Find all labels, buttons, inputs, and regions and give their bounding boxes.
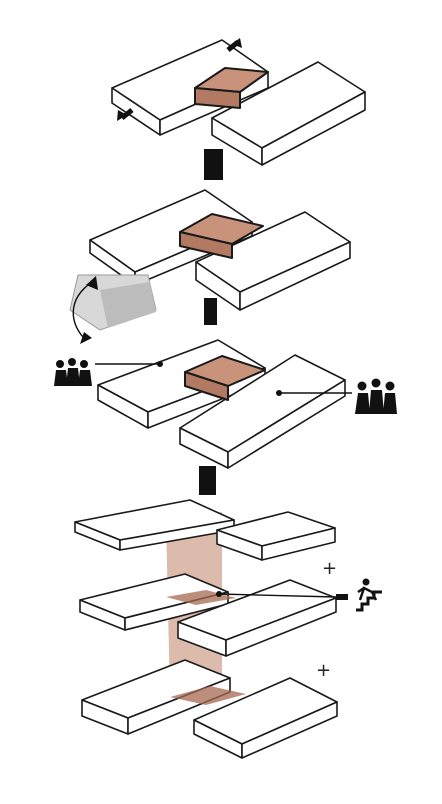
connector-front bbox=[184, 371, 229, 401]
expand-arrow-icon bbox=[117, 108, 134, 121]
right-volume-front bbox=[261, 91, 366, 166]
level-2-right-front bbox=[225, 597, 337, 657]
rotation-inset bbox=[69, 274, 157, 344]
people-group-icon bbox=[52, 357, 92, 387]
stair-runner-icon bbox=[356, 578, 382, 612]
plus-sign: + bbox=[322, 558, 337, 579]
leader-line bbox=[218, 593, 337, 598]
people-group-icon bbox=[353, 377, 399, 417]
right-volume-front bbox=[227, 379, 346, 469]
plus-sign: + bbox=[316, 660, 331, 681]
expand-arrow-icon bbox=[226, 38, 242, 52]
stage-2-massing bbox=[89, 189, 351, 311]
level-1-right-front bbox=[261, 527, 336, 561]
connector-front bbox=[179, 231, 233, 259]
connector-front bbox=[194, 87, 241, 109]
rotate-arrow-icon bbox=[72, 281, 93, 341]
stage-4-massing bbox=[74, 499, 348, 759]
stage-3-massing bbox=[95, 339, 352, 469]
sequence-step-marker bbox=[204, 298, 217, 325]
level-3-connector bbox=[170, 686, 246, 705]
right-volume-front bbox=[239, 241, 351, 311]
level-3-right-front bbox=[241, 701, 338, 759]
sequence-step-marker bbox=[199, 466, 216, 495]
sequence-step-marker bbox=[204, 149, 223, 180]
stage-1-massing bbox=[111, 38, 366, 166]
